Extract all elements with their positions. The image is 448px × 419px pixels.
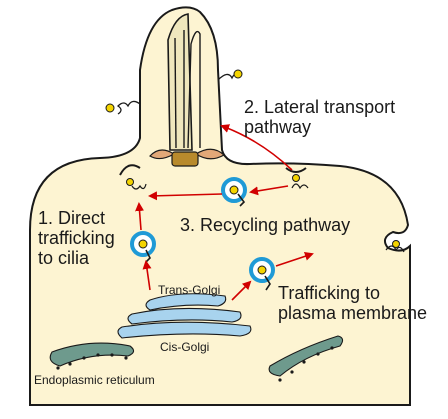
label-endoplasmic-reticulum: Endoplasmic reticulum [34,373,155,387]
ciliary-cargo-right [217,69,243,81]
ciliary-cargo-left [105,100,141,115]
endoplasmic-reticulum [49,335,344,382]
arrow-direct-up [135,202,145,231]
golgi-apparatus [117,293,252,339]
ciliary-pocket [119,164,141,176]
plasma-cargo [385,240,405,253]
label-lateral-transport: 2. Lateral transport pathway [244,97,396,138]
basal-body [171,151,199,167]
trafficking-arrows [135,124,314,301]
arrow-plasma-out [275,251,314,267]
cell-membrane [29,6,411,406]
label-direct-trafficking: 1. Direct trafficking to cilia [38,208,115,269]
axoneme [167,13,201,151]
arrow-golgi-to-direct [142,260,152,291]
vesicle-recycling [221,177,247,207]
arrow-lateral [220,124,293,171]
label-recycling-pathway: 3. Recycling pathway [180,215,351,235]
arrow-recycling-in [249,185,289,196]
label-trans-golgi: Trans-Golgi [158,283,221,297]
label-cis-golgi: Cis-Golgi [160,340,210,354]
pocket-cargo [126,178,147,190]
transition-fibre-right [194,148,226,160]
label-plasma-membrane: Trafficking to plasma membrane [278,283,428,324]
lateral-cargo [291,174,309,190]
arrow-golgi-to-plasma [231,280,252,301]
membrane-pocket [285,167,307,173]
vesicle-plasma [249,257,275,291]
arrow-recycling-out [148,191,223,201]
